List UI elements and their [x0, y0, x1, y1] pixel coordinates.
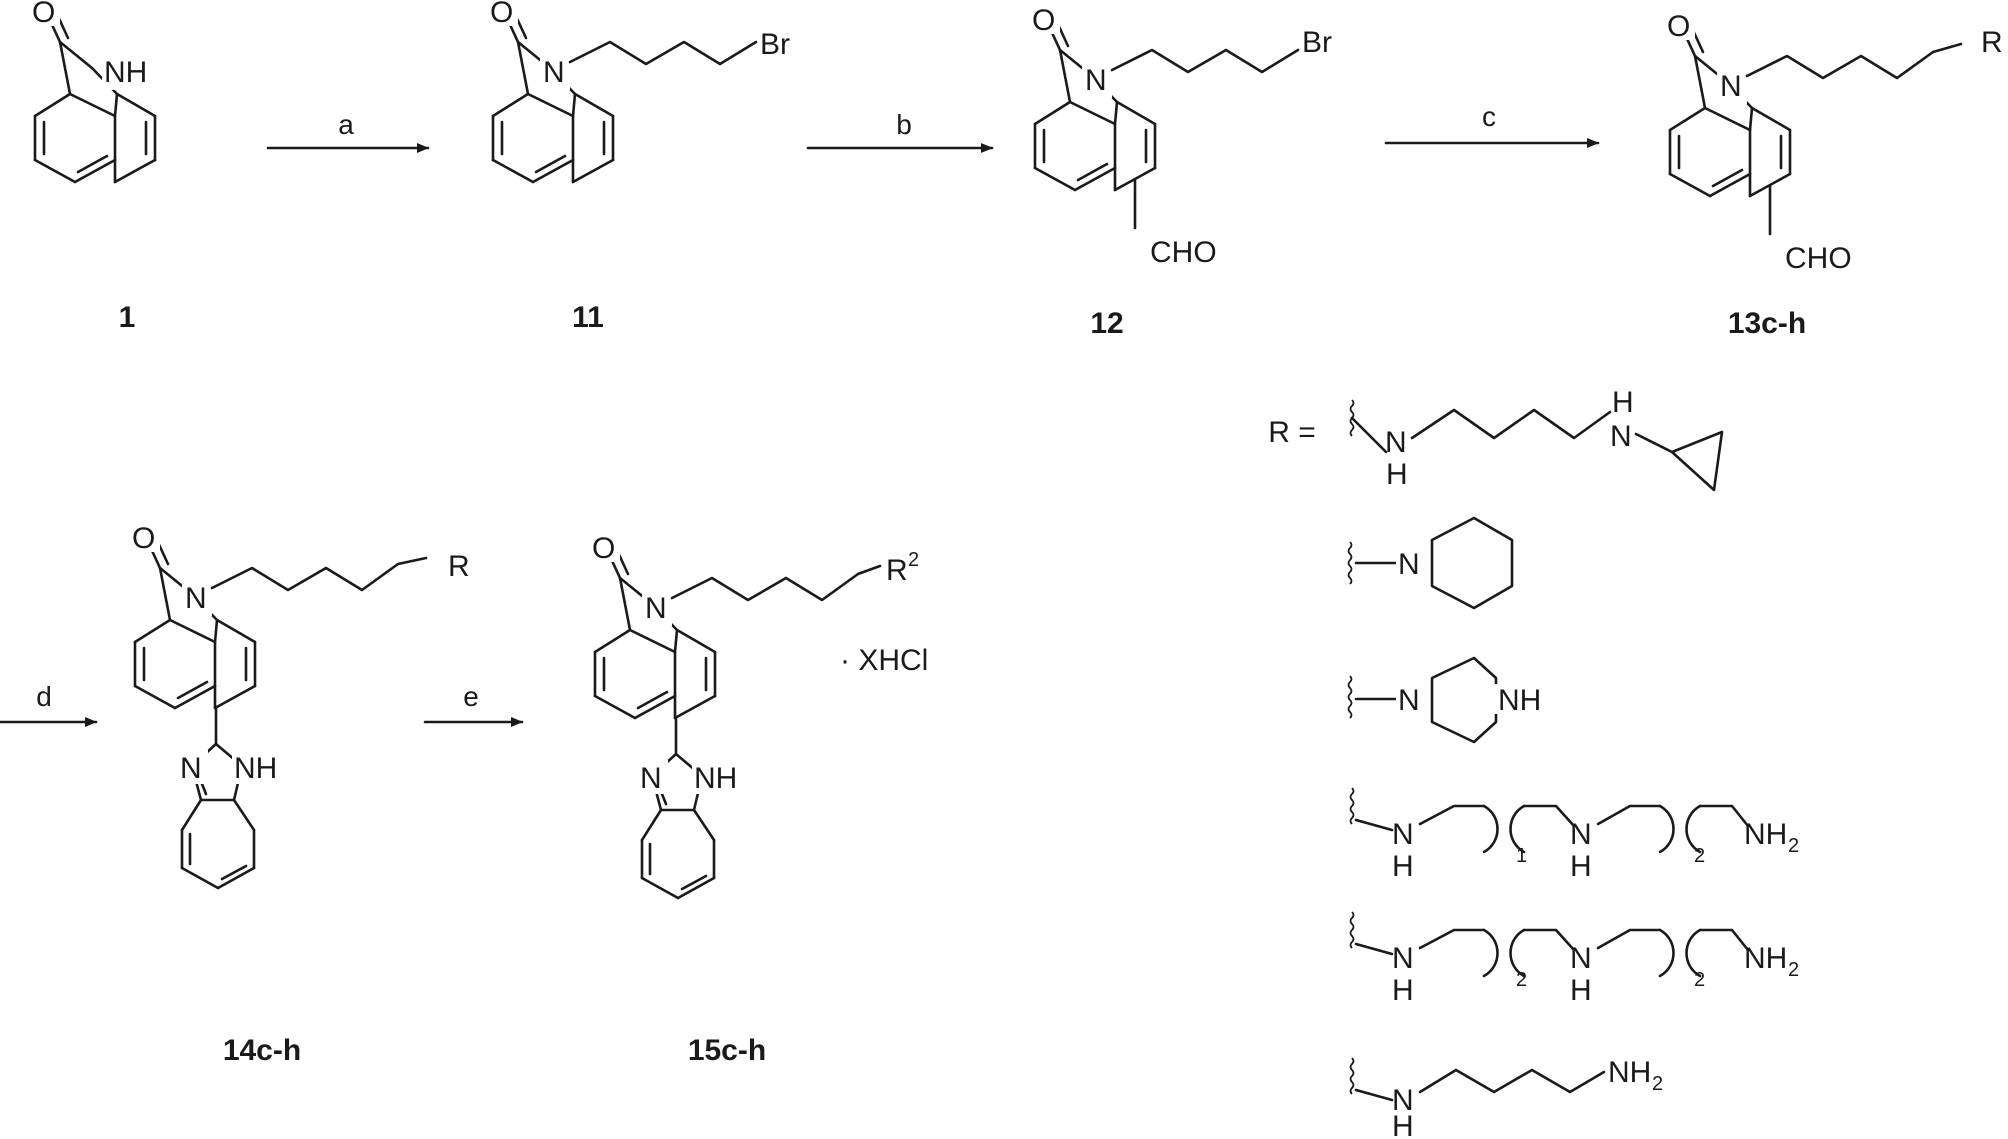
h-label: H — [1392, 850, 1414, 883]
h-label: H — [1392, 974, 1414, 1007]
nh2-subscript: 2 — [1652, 1073, 1663, 1095]
compound-label-15: 15c-h — [688, 1034, 766, 1067]
compound-label-1: 1 — [119, 301, 136, 334]
r-definition-label: R = — [1268, 416, 1316, 449]
n-label-overlay: N — [1398, 548, 1420, 581]
compound-label-13: 13c-h — [1728, 307, 1806, 340]
r2-superscript: 2 — [908, 549, 919, 571]
h-label: H — [1386, 458, 1408, 491]
r2-label: R — [886, 554, 908, 587]
benzimidazole-n-label: N — [180, 752, 202, 785]
compound-1: NH O — [30, 0, 164, 184]
r-group-piperazine: N NH — [1347, 656, 1554, 744]
r-group-polyamine-1: N H 1 N H 2 NH 2 — [1349, 787, 1799, 883]
compound-11: N O Br — [488, 0, 790, 184]
arrow-label-a: a — [338, 109, 354, 140]
h-label: H — [1612, 386, 1634, 419]
n-label: N — [1392, 942, 1414, 975]
r-label: R — [448, 550, 470, 583]
o-label: O — [1667, 10, 1690, 43]
n-label: N — [1392, 818, 1414, 851]
r-group-putrescine: N H NH 2 — [1349, 1056, 1663, 1139]
h-label: H — [1392, 1110, 1414, 1139]
n-label: N — [1570, 818, 1592, 851]
o-label: O — [1032, 4, 1055, 37]
cho-label: CHO — [1150, 236, 1217, 269]
compound-label-12: 12 — [1090, 307, 1123, 340]
n-label: N — [1392, 1084, 1414, 1117]
compound-14: N O R N NH — [130, 520, 470, 890]
n-label: N — [645, 592, 667, 625]
br-label: Br — [760, 28, 790, 61]
o-label: O — [132, 522, 155, 555]
n-label: N — [1720, 70, 1742, 103]
nh2-label: NH — [1744, 818, 1787, 851]
arrow-label-e: e — [463, 681, 479, 712]
r-group-cyclopropyl: N H N H — [1349, 386, 1724, 492]
n-label: N — [1570, 942, 1592, 975]
n-label: N — [1398, 684, 1420, 717]
arrow-label-d: d — [36, 681, 52, 712]
benzimidazole-nh-label: NH — [234, 752, 277, 785]
benzimidazole-n-label: N — [640, 762, 662, 795]
repeat-count: 2 — [1694, 845, 1705, 867]
arrow-label-c: c — [1482, 101, 1496, 132]
n-label: N — [1385, 426, 1407, 459]
r-group-polyamine-2: N H 2 N H 2 NH 2 — [1349, 911, 1799, 1007]
n-label: N — [1610, 420, 1632, 453]
salt-label: · XHCl — [840, 644, 928, 677]
o-label: O — [490, 0, 513, 29]
o-label: O — [32, 0, 55, 29]
compound-label-11: 11 — [572, 301, 604, 334]
br-label: Br — [1302, 26, 1332, 59]
nh2-subscript: 2 — [1788, 835, 1799, 857]
repeat-count: 1 — [1516, 845, 1527, 867]
o-label: O — [592, 532, 615, 565]
nh2-label: NH — [1744, 942, 1787, 975]
benzimidazole-nh-label: NH — [694, 762, 737, 795]
compound-label-14: 14c-h — [223, 1034, 301, 1067]
compound-12: N O Br CHO — [1030, 2, 1332, 269]
nh2-label: NH — [1608, 1056, 1651, 1089]
nh-label: NH — [1498, 684, 1541, 717]
h-label: H — [1570, 974, 1592, 1007]
repeat-count: 2 — [1694, 969, 1705, 991]
h-label: H — [1570, 850, 1592, 883]
repeat-count: 2 — [1516, 969, 1527, 991]
nh2-subscript: 2 — [1788, 959, 1799, 981]
r-group-piperidine: N N — [1347, 516, 1514, 610]
r-label: R — [1981, 26, 2003, 59]
cho-label: CHO — [1785, 242, 1852, 275]
arrow-label-b: b — [896, 109, 912, 140]
n-label: N — [543, 56, 565, 89]
nh-label: NH — [104, 56, 147, 89]
n-label: N — [185, 582, 207, 615]
compound-15: N O R 2 · XHCl N NH — [590, 530, 928, 900]
compound-13: N O R CHO — [1665, 8, 2003, 275]
n-label: N — [1085, 64, 1107, 97]
